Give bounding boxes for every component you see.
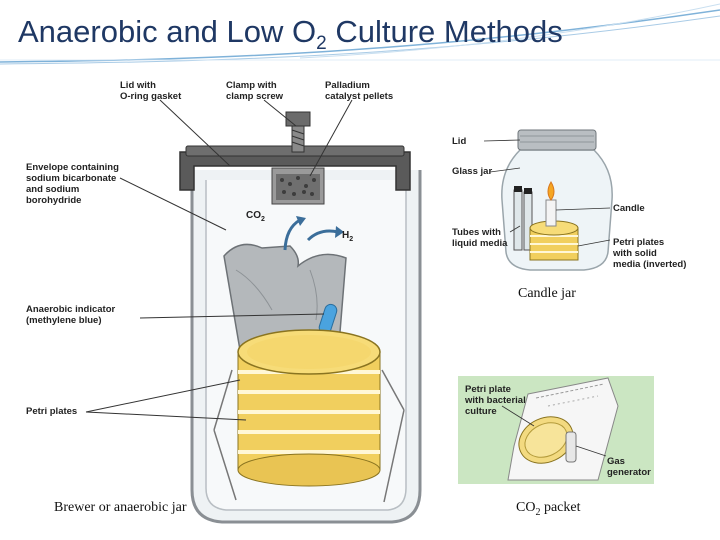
clamp-label: Clamp with clamp screw	[226, 80, 284, 102]
brewer-jar-caption: Brewer or anaerobic jar	[54, 500, 187, 515]
co2-packet-caption: CO2 packet	[516, 500, 581, 518]
gas-generator	[565, 431, 577, 463]
culture-tube	[513, 189, 523, 251]
candle	[545, 199, 557, 227]
petri-plates-label: Petri plates	[26, 406, 78, 417]
slide-title: Anaerobic and Low O2 Culture Methods	[18, 14, 563, 55]
tubes-label: Tubes with liquid media	[452, 227, 508, 249]
co2-packet-illustration	[501, 377, 619, 481]
glass-jar-label: Glass jar	[452, 166, 493, 177]
candle-jar-lid-label: Lid	[452, 136, 467, 147]
envelope-label: Envelope containing sodium bicarbonate a…	[26, 162, 119, 206]
packet-plate-label: Petri plate with bacterial culture	[465, 384, 526, 417]
gas-generator-label: Gas generator	[607, 456, 651, 478]
candle-label: Candle	[613, 203, 645, 214]
candle-jar-lid	[517, 129, 597, 151]
brewer-jar-illustration: CO2 H2	[85, 99, 422, 524]
petri-plate-stack	[237, 329, 381, 487]
lid-label: Lid with O-ring gasket	[120, 80, 182, 102]
jar-lid	[179, 151, 411, 191]
h2-label: H2	[342, 230, 353, 243]
indicator-label: Anaerobic indicator (methylene blue)	[26, 304, 116, 326]
candle-flame	[547, 181, 555, 201]
clamp-screw	[285, 111, 311, 127]
candle-jar-illustration	[483, 129, 613, 271]
header-decoration	[0, 3, 720, 65]
candle-jar-caption: Candle jar	[518, 286, 576, 301]
candle-jar-plates-label: Petri plates with solid media (inverted)	[613, 237, 687, 270]
co2-label: CO2	[246, 210, 265, 223]
candle-jar-plates	[529, 220, 579, 261]
palladium-label: Palladium catalyst pellets	[325, 80, 394, 102]
